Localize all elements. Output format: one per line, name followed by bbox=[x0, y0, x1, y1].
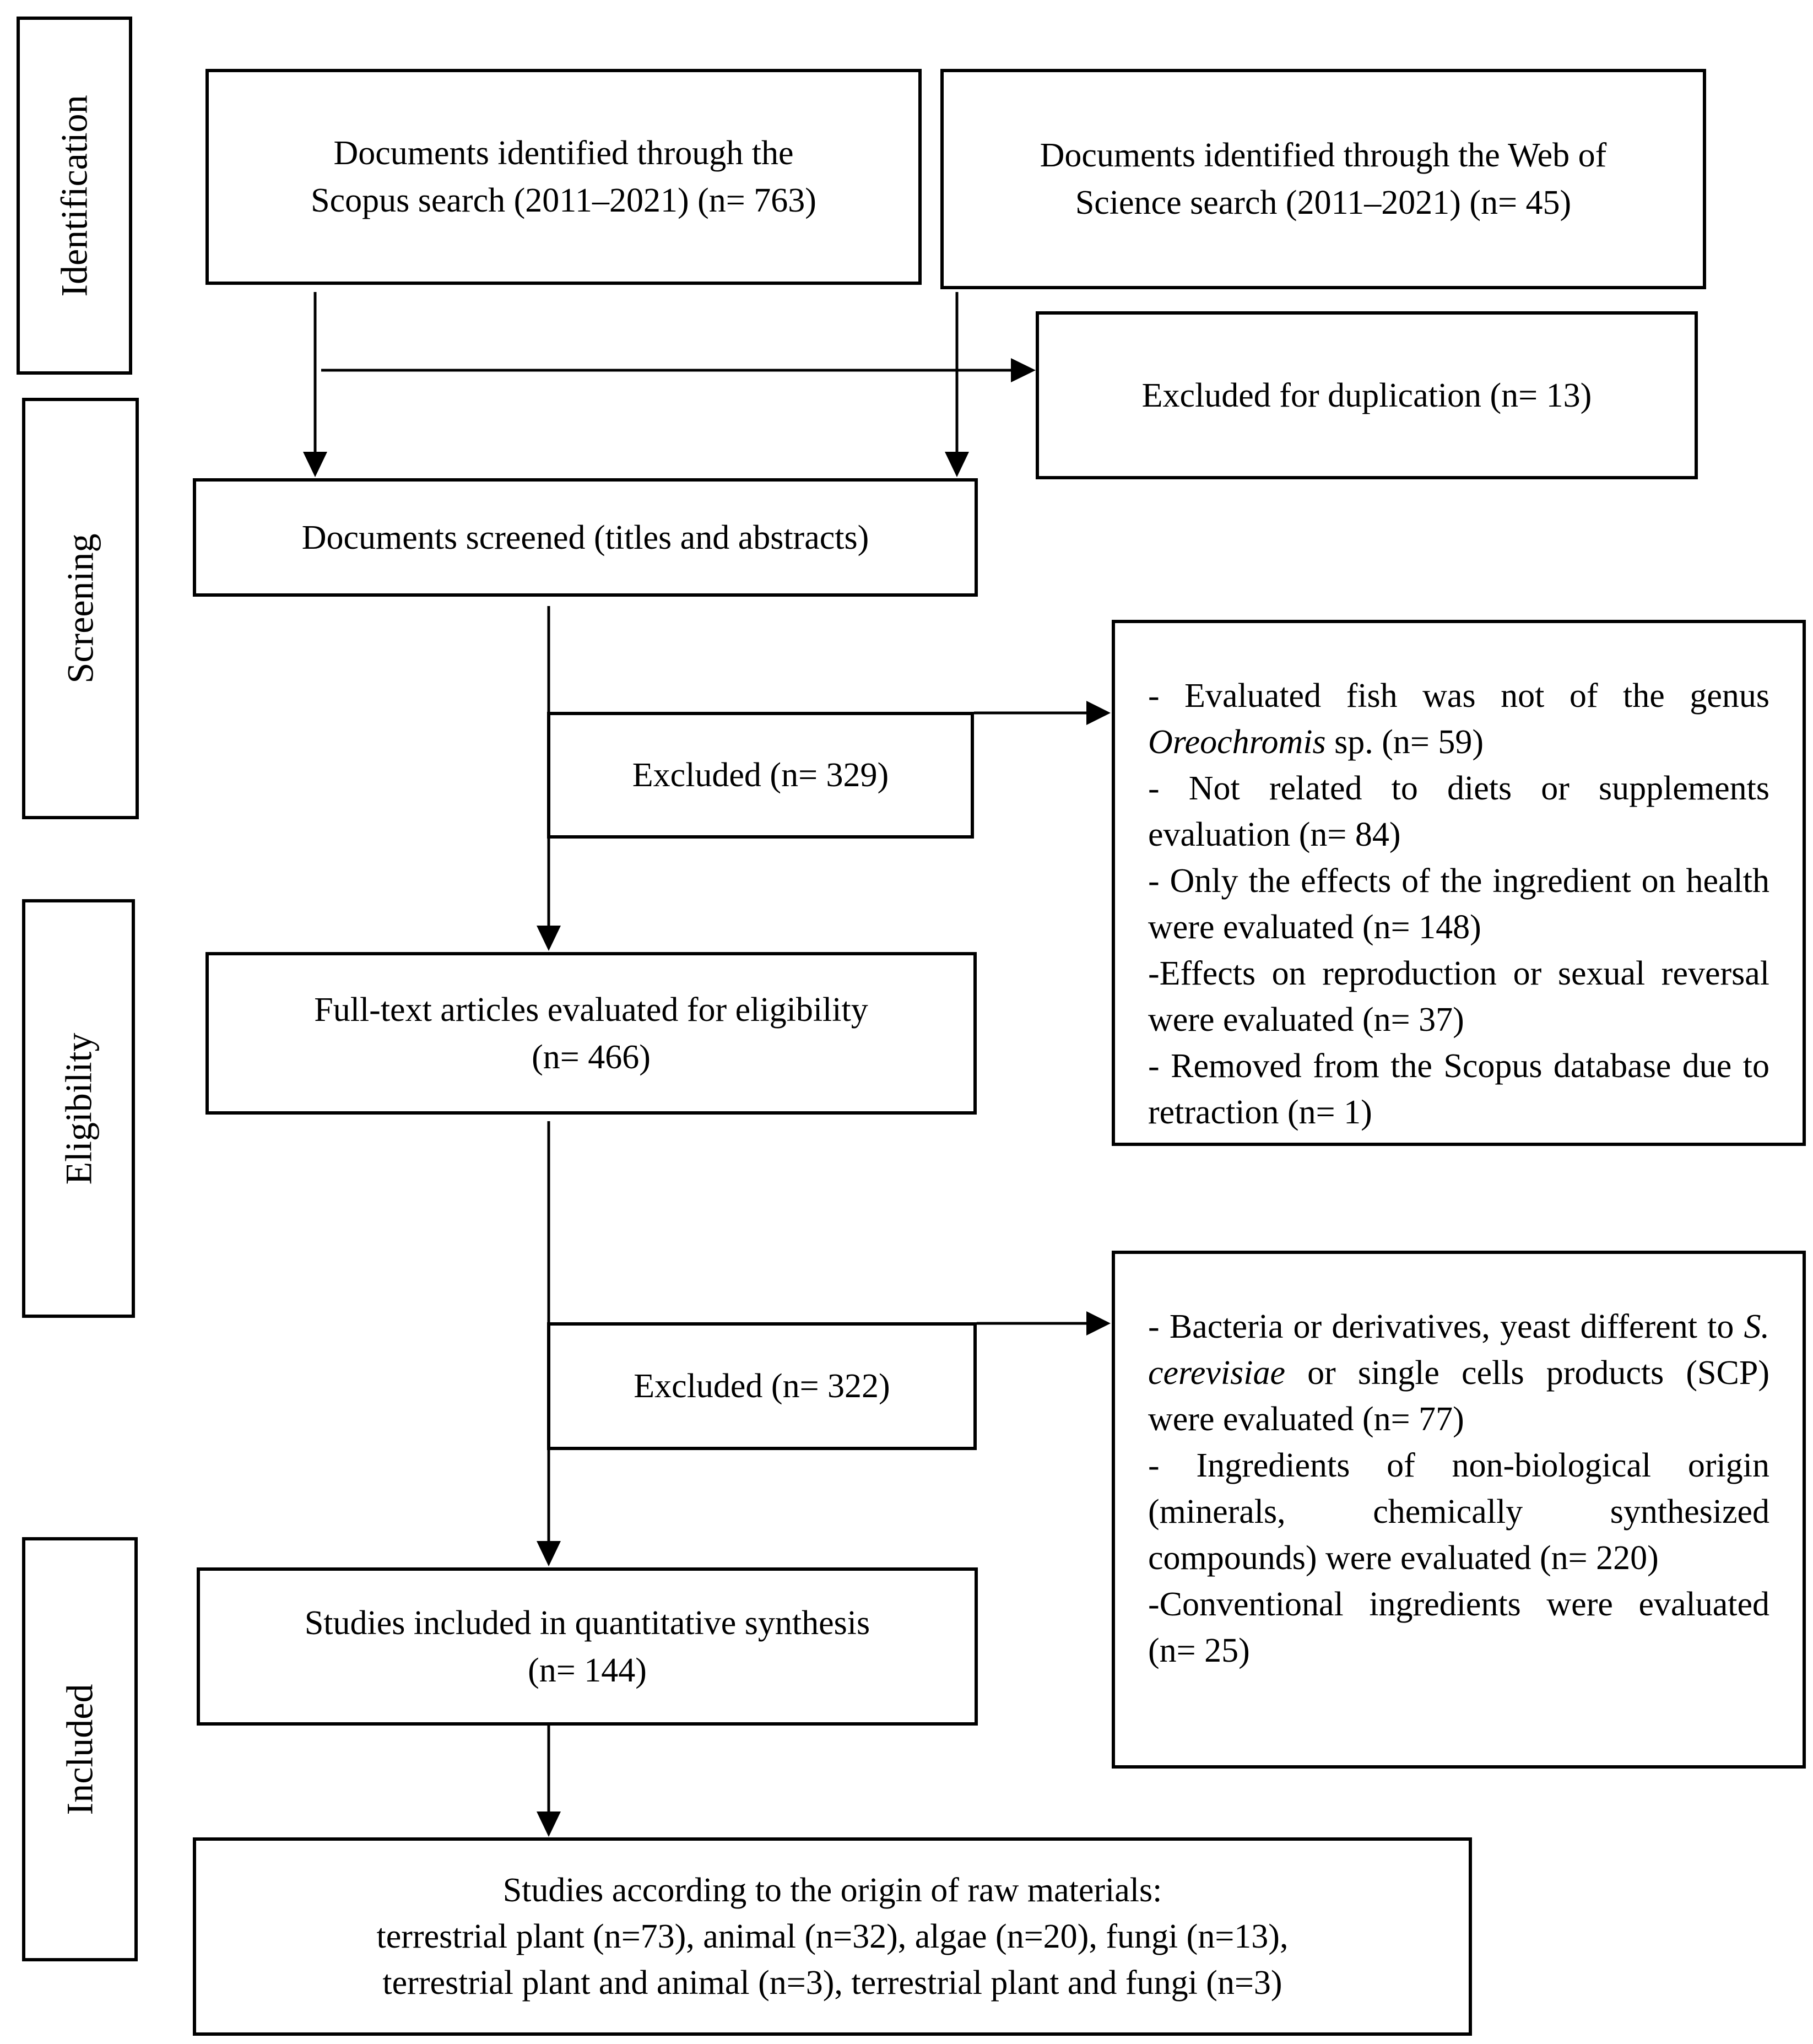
eligibility-exclusions-box: - Bacteria or derivatives, yeast differe… bbox=[1112, 1251, 1806, 1769]
origin-line2: terrestrial plant (n=73), animal (n=32),… bbox=[376, 1918, 1289, 1955]
eligibility-exclusion-2: - Ingredients of non-biological origin (… bbox=[1148, 1447, 1769, 1577]
wos-line2: Science search (2011–2021) (n= 45) bbox=[1075, 184, 1572, 221]
excluded-eligibility-box: Excluded (n= 322) bbox=[547, 1322, 977, 1450]
origin-line1: Studies according to the origin of raw m… bbox=[502, 1872, 1162, 1909]
species-name: S. cerevisiae bbox=[1148, 1308, 1769, 1392]
eligibility-exclusion-1-pre: - Bacteria or derivatives, yeast differe… bbox=[1148, 1308, 1744, 1345]
stage-screening: Screening bbox=[22, 398, 139, 819]
stage-included: Included bbox=[22, 1537, 138, 1961]
screened-box: Documents screened (titles and abstracts… bbox=[193, 478, 978, 597]
screening-exclusion-5: - Removed from the Scopus database due t… bbox=[1148, 1047, 1769, 1131]
eligibility-exclusion-1-post: or single cells products (SCP) were eval… bbox=[1148, 1354, 1769, 1438]
excluded-eligibility-text: Excluded (n= 322) bbox=[634, 1367, 890, 1405]
fulltext-line2: (n= 466) bbox=[532, 1038, 651, 1076]
duplication-box: Excluded for duplication (n= 13) bbox=[1036, 311, 1698, 479]
arrowhead-fulltext bbox=[537, 926, 561, 951]
arrowhead-screening-exclusions bbox=[1086, 701, 1111, 725]
wos-box: Documents identified through the Web of … bbox=[940, 69, 1706, 289]
screening-exclusion-3: - Only the effects of the ingredient on … bbox=[1148, 862, 1769, 946]
duplication-text: Excluded for duplication (n= 13) bbox=[1141, 376, 1592, 414]
screening-exclusion-1-pre: - Evaluated fish was not of the genus bbox=[1148, 677, 1769, 715]
screened-text: Documents screened (titles and abstracts… bbox=[301, 518, 869, 556]
arrowhead-duplication bbox=[1011, 358, 1036, 382]
included-quant-box: Studies included in quantitative synthes… bbox=[197, 1567, 978, 1726]
scopus-line1: Documents identified through the bbox=[333, 134, 794, 172]
arrowhead-wos bbox=[945, 452, 969, 477]
screening-exclusion-4: -Effects on reproduction or sexual rever… bbox=[1148, 955, 1769, 1039]
arrowhead-origin bbox=[537, 1812, 561, 1837]
arrowhead-scopus bbox=[303, 452, 327, 477]
genus-name: Oreochromis bbox=[1148, 723, 1326, 761]
screening-exclusion-1-cont: Oreochromis sp. (n= 59) bbox=[1148, 719, 1769, 765]
excluded-screening-box: Excluded (n= 329) bbox=[547, 712, 974, 839]
arrowhead-eligibility-exclusions bbox=[1086, 1311, 1111, 1335]
arrowhead-included-quant bbox=[537, 1541, 561, 1566]
fulltext-box: Full-text articles evaluated for eligibi… bbox=[205, 952, 977, 1115]
screening-exclusions-box: - Evaluated fish was not of the genus Or… bbox=[1112, 620, 1806, 1146]
included-quant-line1: Studies included in quantitative synthes… bbox=[304, 1604, 870, 1642]
screening-exclusion-1-post: sp. (n= 59) bbox=[1325, 723, 1484, 761]
wos-line1: Documents identified through the Web of bbox=[1040, 137, 1607, 174]
eligibility-exclusion-3: -Conventional ingredients were evaluated… bbox=[1148, 1586, 1769, 1669]
stage-eligibility: Eligibility bbox=[22, 899, 135, 1318]
screening-exclusion-2: - Not related to diets or supplements ev… bbox=[1148, 770, 1769, 853]
fulltext-line1: Full-text articles evaluated for eligibi… bbox=[314, 991, 868, 1029]
scopus-line2: Scopus search (2011–2021) (n= 763) bbox=[311, 182, 816, 219]
origin-box: Studies according to the origin of raw m… bbox=[193, 1837, 1472, 2036]
origin-line3: terrestrial plant and animal (n=3), terr… bbox=[382, 1964, 1282, 2002]
eligibility-exclusion-1: - Bacteria or derivatives, yeast differe… bbox=[1148, 1304, 1769, 1442]
included-quant-line2: (n= 144) bbox=[528, 1651, 647, 1689]
screening-exclusion-1: - Evaluated fish was not of the genus bbox=[1148, 673, 1769, 719]
stage-identification: Identification bbox=[17, 17, 132, 375]
scopus-box: Documents identified through the Scopus … bbox=[205, 69, 922, 285]
excluded-screening-text: Excluded (n= 329) bbox=[632, 756, 889, 794]
